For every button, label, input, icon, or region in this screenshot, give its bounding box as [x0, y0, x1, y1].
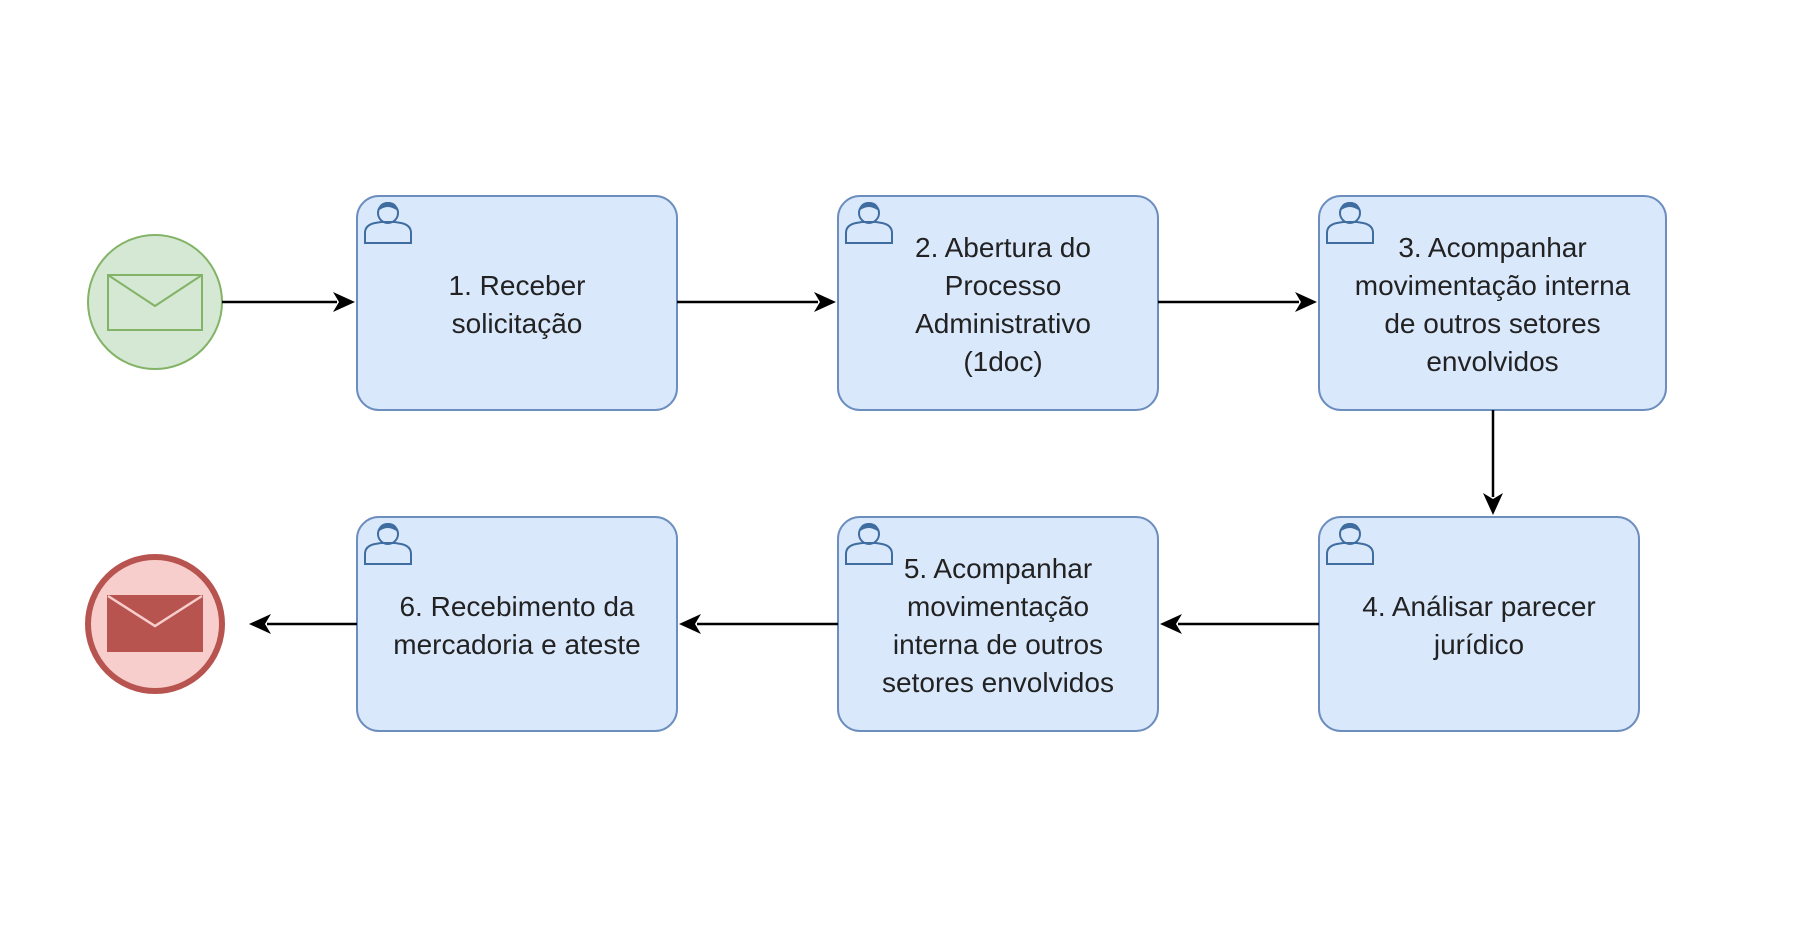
user-icon [364, 523, 412, 565]
envelope-icon [107, 274, 203, 331]
flow-task-2-to-task-3 [1158, 292, 1317, 312]
flow-task-6-to-end [249, 614, 357, 634]
user-icon [845, 202, 893, 244]
task-label-4: 4. Análisar parecer jurídico [1362, 591, 1596, 660]
task-label-5: 5. Acompanhar movimentação interna de ou… [882, 553, 1114, 698]
task-label-6: 6. Recebimento da mercadoria e ateste [393, 591, 641, 660]
task-label-1: 1. Receber solicitação [448, 270, 586, 339]
task-label-3: 3. Acompanhar movimentação interna de ou… [1354, 232, 1631, 377]
flow-task-1-to-task-2 [677, 292, 836, 312]
flow-start-to-task-1 [222, 292, 355, 312]
end-event [85, 554, 225, 694]
user-icon [845, 523, 893, 565]
task-label-2: 2. Abertura do Processo Administrativo (… [915, 232, 1091, 377]
flow-task-4-to-task-5 [1160, 614, 1319, 634]
flow-task-5-to-task-6 [679, 614, 838, 634]
envelope-icon [107, 594, 203, 652]
user-icon [1326, 523, 1374, 565]
user-icon [364, 202, 412, 244]
flow-task-3-to-task-4 [1483, 410, 1503, 515]
start-event [87, 234, 223, 370]
user-icon [1326, 202, 1374, 244]
